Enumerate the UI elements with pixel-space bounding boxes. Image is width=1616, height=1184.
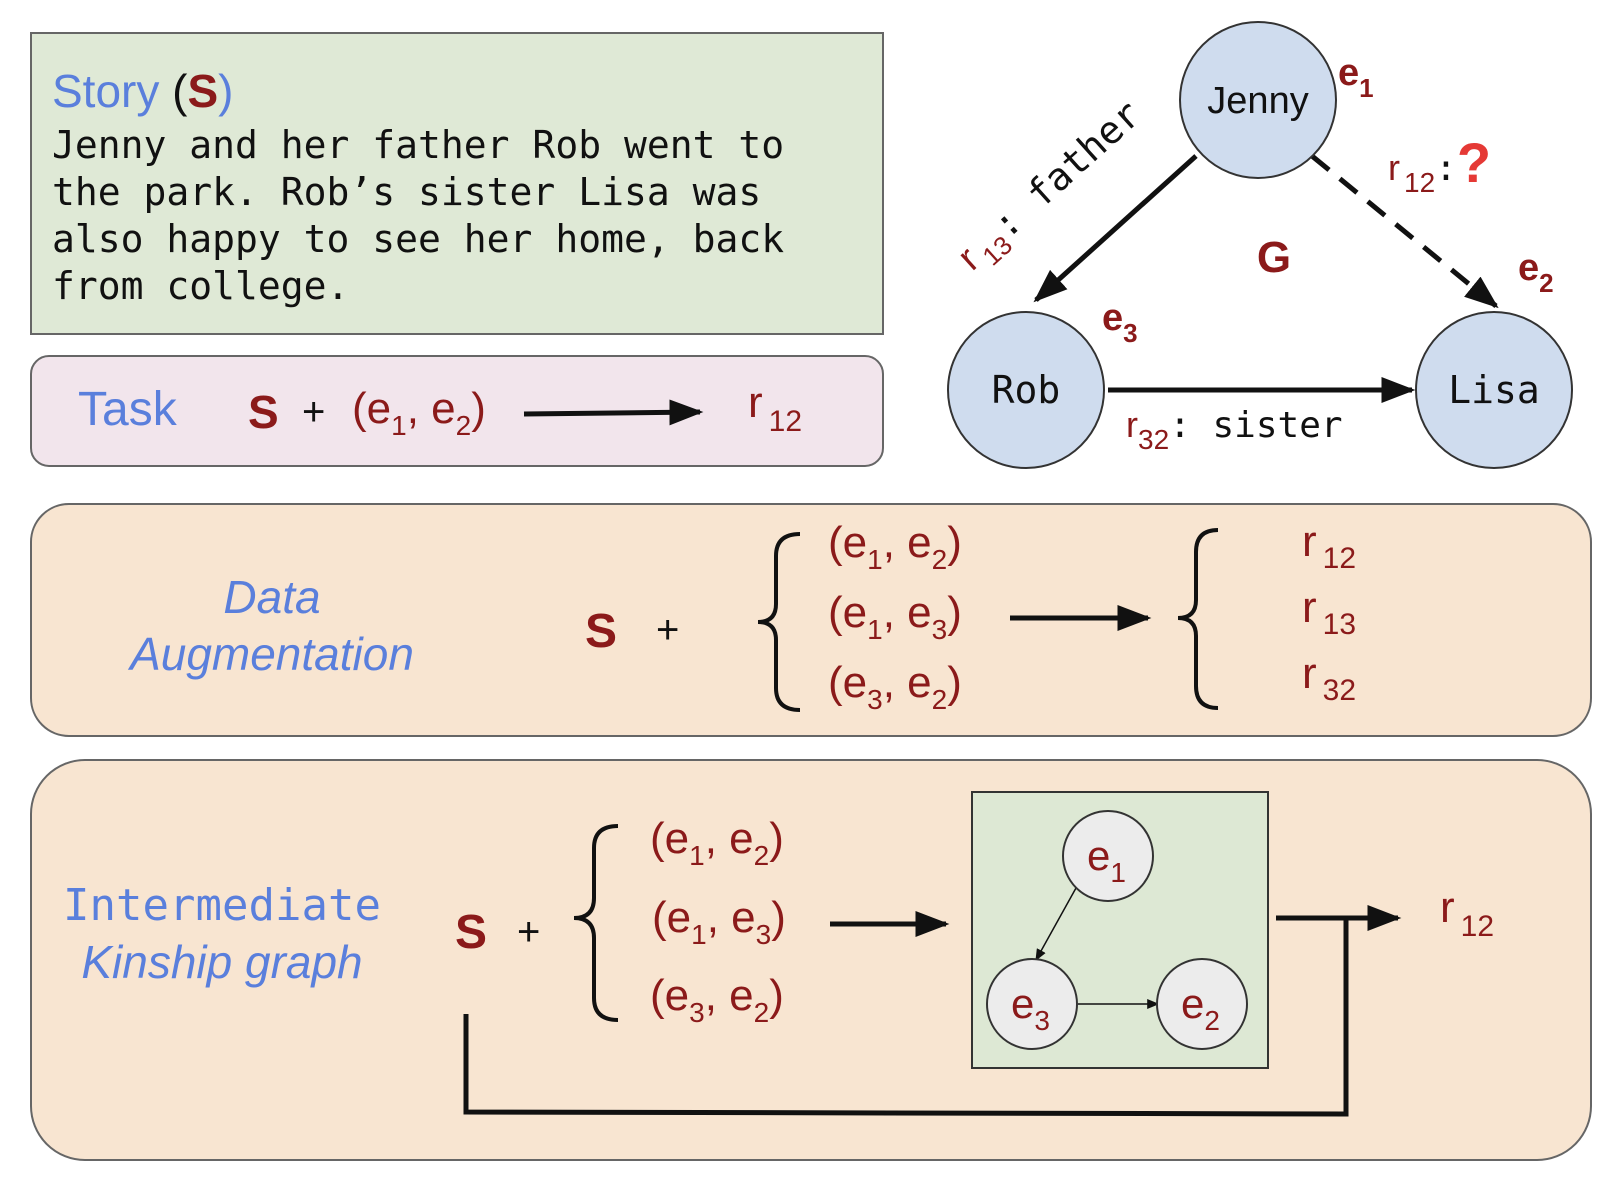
node-lisa-label: Lisa xyxy=(1448,368,1540,412)
augmentation-symbol: S xyxy=(585,605,617,658)
node-rob-label: Rob xyxy=(992,368,1061,412)
node-jenny xyxy=(1179,21,1337,179)
kinship-panel: Intermediate Kinship graph S + (e1, e2) … xyxy=(30,759,1592,1161)
edge-sister-label: r32: sister xyxy=(1126,404,1343,455)
augmentation-brace-left xyxy=(757,532,801,712)
tag-e2: e2 xyxy=(1518,247,1554,298)
mini-graph: e1 e3 e2 xyxy=(971,791,1269,1069)
kinship-pair-2: (e1, e3) xyxy=(652,893,786,950)
task-label: Task xyxy=(78,383,178,436)
kinship-symbol: S xyxy=(455,906,487,959)
mini-node-e2-label: e2 xyxy=(1181,980,1220,1036)
edge-father-label: r13: father xyxy=(949,92,1155,284)
mini-node-e1 xyxy=(1062,810,1154,902)
mini-edge-e1-e3 xyxy=(1035,887,1077,962)
task-arrow xyxy=(523,399,704,426)
story-line-3: also happy to see her home, back xyxy=(52,217,784,261)
node-lisa xyxy=(1415,311,1573,469)
tag-e3: e3 xyxy=(1102,297,1138,348)
story-heading: Story (S) xyxy=(52,65,234,117)
kinship-skip-connection xyxy=(463,920,1349,1117)
mini-node-e2 xyxy=(1156,958,1248,1050)
augmentation-panel: Data Augmentation S + (e1, e2) (e1, e3) … xyxy=(30,503,1592,737)
mini-node-e3-label: e3 xyxy=(1011,980,1050,1036)
node-jenny-label: Jenny xyxy=(1207,80,1308,122)
story-box: Story (S) Jenny and her father Rob went … xyxy=(30,32,884,335)
task-plus: + xyxy=(302,390,325,434)
task-symbol: S xyxy=(248,386,279,438)
augmentation-pair-1: (e1, e2) xyxy=(828,518,962,575)
kinship-label-1: Intermediate xyxy=(63,880,381,931)
mini-node-e1-label: e1 xyxy=(1087,832,1126,888)
kinship-brace xyxy=(573,824,619,1022)
mini-node-e3 xyxy=(986,958,1078,1050)
tag-e1: e1 xyxy=(1338,52,1374,103)
story-line-2: the park. Rob’s sister Lisa was xyxy=(52,170,761,214)
augmentation-label-1: Data xyxy=(223,571,320,623)
kinship-label-2: Kinship graph xyxy=(81,936,362,988)
augmentation-brace-right xyxy=(1177,528,1219,710)
augmentation-plus: + xyxy=(656,608,679,652)
augmentation-label-2: Augmentation xyxy=(127,628,414,680)
kinship-graph: Jenny Rob Lisa e1 e3 e2 G r13: father r3… xyxy=(947,21,1573,469)
kinship-plus: + xyxy=(517,910,540,954)
story-line-4: from college. xyxy=(52,264,349,308)
edge-query xyxy=(1310,154,1499,309)
node-rob xyxy=(947,311,1105,469)
task-pair: (e1, e2) xyxy=(352,384,486,441)
edge-father xyxy=(1033,154,1198,303)
story-line-1: Jenny and her father Rob went to xyxy=(52,123,784,167)
kinship-pair-1: (e1, e2) xyxy=(650,814,784,871)
graph-label: G xyxy=(1257,233,1291,282)
